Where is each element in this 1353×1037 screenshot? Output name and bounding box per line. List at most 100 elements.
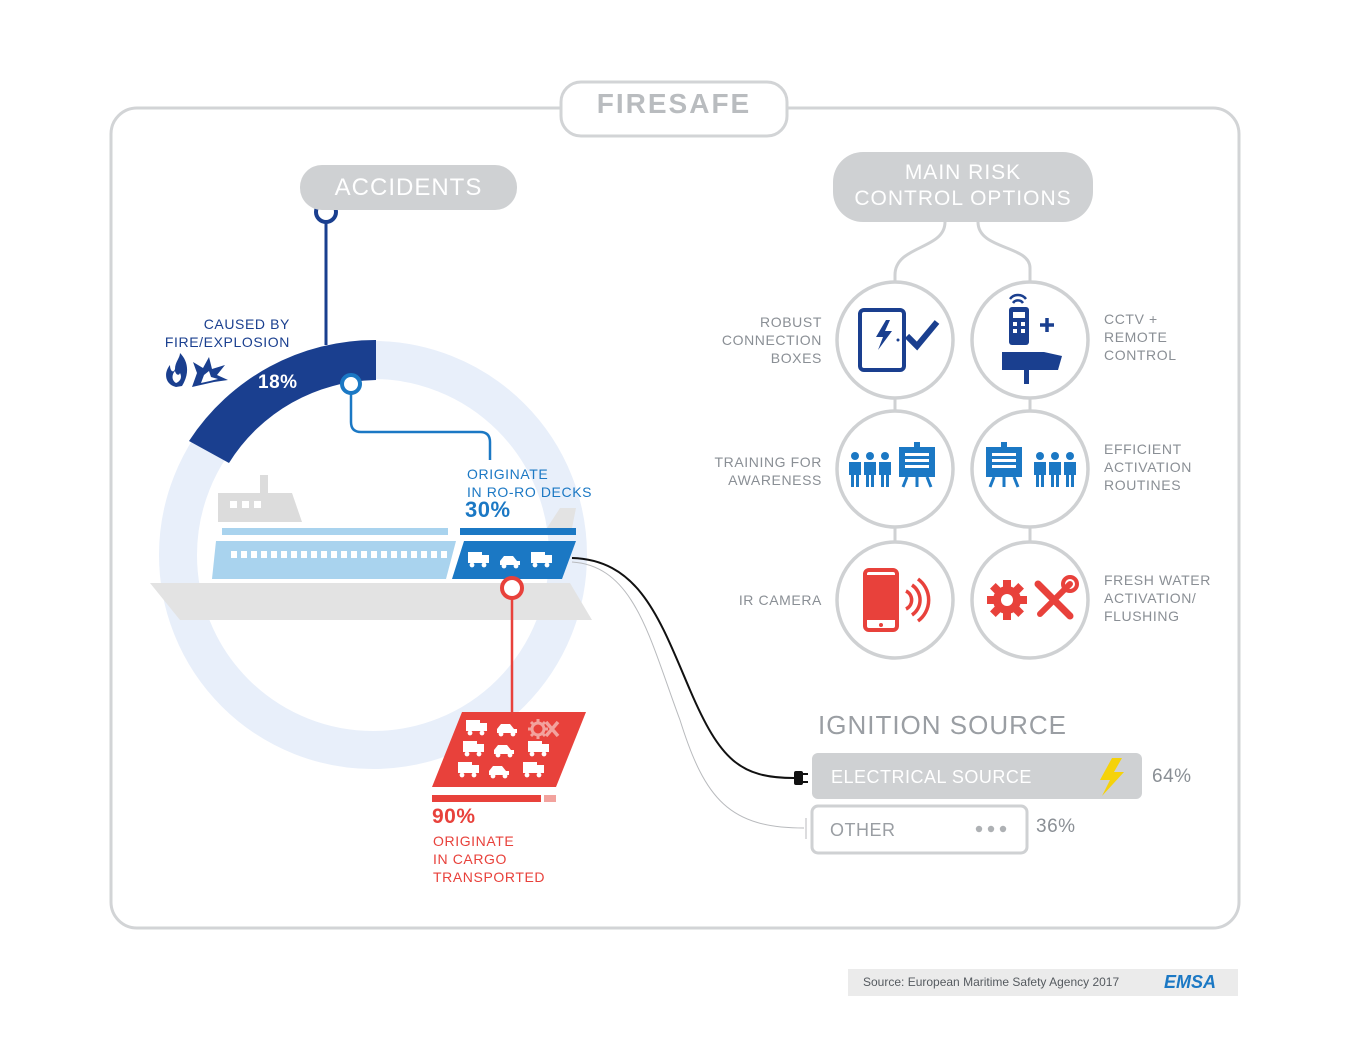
ship-window xyxy=(431,551,437,558)
ship-window xyxy=(251,551,257,558)
other-source-bar xyxy=(810,804,1029,855)
risk-circle xyxy=(835,280,955,400)
ship-window xyxy=(321,551,327,558)
risk-label-line: ROUTINES xyxy=(1104,477,1182,493)
risk-circle xyxy=(970,540,1090,660)
source-credit: Source: European Maritime Safety Agency … xyxy=(863,975,1120,989)
cargo-node xyxy=(500,576,524,600)
ship-window xyxy=(441,551,447,558)
roro-label-line1: ORIGINATE xyxy=(467,466,549,482)
cargo-label-line3: TRANSPORTED xyxy=(433,869,546,885)
ship-window xyxy=(351,551,357,558)
risk-label-cctv: CCTV + REMOTE CONTROL xyxy=(1104,310,1177,364)
ship-window xyxy=(261,551,267,558)
ship-window xyxy=(401,551,407,558)
cargo-label-line2: IN CARGO xyxy=(433,851,508,867)
electrical-source-bar xyxy=(812,753,1142,799)
ship-window xyxy=(361,551,367,558)
risk-label-line: IR CAMERA xyxy=(738,592,822,608)
risk-label-ir: IR CAMERA xyxy=(690,591,822,609)
risk-label-line: CONNECTION xyxy=(721,332,822,348)
ship-window xyxy=(341,551,347,558)
risk-circle xyxy=(970,409,1090,529)
page-title: FIRESAFE xyxy=(596,88,752,119)
fire-icon xyxy=(166,353,188,387)
ir-camera-icon xyxy=(863,568,931,632)
risk-controls-header: MAIN RISK CONTROL OPTIONS xyxy=(833,152,1093,222)
cargo-label: ORIGINATE IN CARGO TRANSPORTED xyxy=(433,832,545,886)
ship-window xyxy=(281,551,287,558)
roro-connector xyxy=(349,392,492,460)
emsa-logo: EMSA xyxy=(1164,972,1217,992)
fire-explosion-label: CAUSED BY FIRE/EXPLOSION xyxy=(150,315,290,351)
risk-label-line: CONTROL xyxy=(1104,347,1177,363)
other-cable xyxy=(571,561,805,829)
risk-label-line: EFFICIENT xyxy=(1104,441,1182,457)
ship-window xyxy=(371,551,377,558)
risk-label-line: FLUSHING xyxy=(1104,608,1180,624)
ship-window xyxy=(231,551,237,558)
fire-explosion-arc xyxy=(189,339,376,463)
ship-window xyxy=(391,551,397,558)
cargo-bar-remainder xyxy=(544,795,556,802)
risk-label-training: TRAINING FOR AWARENESS xyxy=(690,453,822,489)
electrical-source-label: ELECTRICAL SOURCE xyxy=(831,767,1032,787)
fire-label-line1: CAUSED BY xyxy=(203,316,290,332)
roro-label: ORIGINATE IN RO-RO DECKS xyxy=(467,465,592,501)
risk-label-line: FRESH WATER xyxy=(1104,572,1211,588)
risk-label-line: CCTV + xyxy=(1104,311,1158,327)
title-box xyxy=(559,80,789,138)
risk-label-line: ROBUST xyxy=(760,314,822,330)
remote-cctv-icon xyxy=(1002,293,1062,384)
risk-label-line: AWARENESS xyxy=(728,472,822,488)
cargo-percent: 90% xyxy=(432,805,476,828)
roro-label-line2: IN RO-RO DECKS xyxy=(467,484,593,500)
risk-branch-right xyxy=(976,221,1032,285)
risk-label-line: ACTIVATION xyxy=(1104,459,1192,475)
risk-circle xyxy=(970,280,1090,400)
tablet-check-icon xyxy=(858,308,940,372)
ship-window xyxy=(271,551,277,558)
ship-window xyxy=(311,551,317,558)
ship-window xyxy=(241,551,247,558)
ship-window xyxy=(381,551,387,558)
accidents-header: ACCIDENTS xyxy=(300,165,517,210)
risk-label-robust: ROBUST CONNECTION BOXES xyxy=(690,313,822,367)
cargo-bar xyxy=(432,795,541,802)
electrical-cable xyxy=(571,557,795,779)
lightning-icon xyxy=(1100,758,1124,796)
risk-header-line2: CONTROL OPTIONS xyxy=(854,187,1072,210)
fire-label-line2: FIRE/EXPLOSION xyxy=(164,334,290,350)
fire-explosion-percent: 18% xyxy=(258,372,298,393)
ship-window xyxy=(411,551,417,558)
footer-bar xyxy=(848,969,1238,996)
ship-illustration xyxy=(150,475,592,620)
cargo-label-line1: ORIGINATE xyxy=(433,833,515,849)
ignition-header: IGNITION SOURCE xyxy=(818,710,1068,740)
explosion-icon xyxy=(192,357,228,387)
ship-windows xyxy=(231,551,447,558)
risk-circle xyxy=(835,409,955,529)
ship-window xyxy=(331,551,337,558)
other-source-percent: 36% xyxy=(1036,816,1076,837)
cargo-tools-icon xyxy=(544,720,560,738)
roro-percent: 30% xyxy=(465,497,511,522)
dots-icon xyxy=(975,825,1007,833)
roro-node xyxy=(340,373,362,395)
risk-label-efficient: EFFICIENT ACTIVATION ROUTINES xyxy=(1104,440,1192,494)
electrical-source-percent: 64% xyxy=(1152,766,1192,787)
risk-header-line1: MAIN RISK xyxy=(904,161,1022,184)
ship-window xyxy=(291,551,297,558)
risk-label-line: REMOTE xyxy=(1104,329,1168,345)
risk-branch-left xyxy=(893,221,947,285)
ship-window xyxy=(421,551,427,558)
cargo-gear-icon xyxy=(528,719,548,739)
plug-icon xyxy=(794,771,808,785)
risk-label-freshwater: FRESH WATER ACTIVATION/ FLUSHING xyxy=(1104,571,1211,625)
risk-label-line: BOXES xyxy=(770,350,822,366)
other-source-label: OTHER xyxy=(830,820,896,840)
risk-label-line: TRAINING FOR xyxy=(714,454,822,470)
risk-label-line: ACTIVATION/ xyxy=(1104,590,1197,606)
ship-window xyxy=(301,551,307,558)
